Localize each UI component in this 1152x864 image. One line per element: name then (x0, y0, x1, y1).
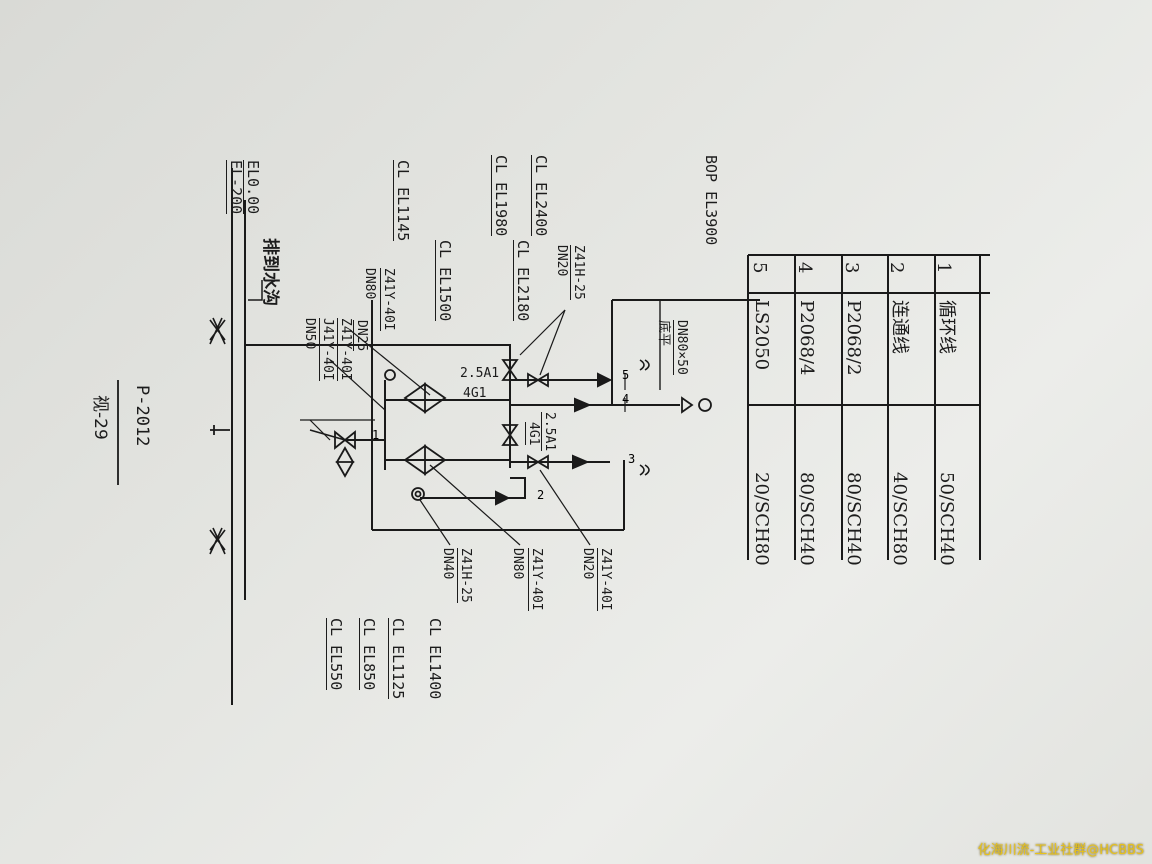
label-drain: 排到水沟 (260, 238, 280, 306)
drawing-number: P-2012 (132, 385, 152, 447)
valve-symbols (334, 359, 549, 478)
label-cl1400: CL EL1400 (426, 618, 444, 700)
label-dn25: DN25 (353, 320, 369, 352)
label-cl1125: CL EL1125 (388, 618, 407, 700)
label-reducer-note: 底平 (656, 320, 671, 347)
fittings (384, 300, 712, 501)
label-spec-a: 2.5A1 (460, 366, 500, 381)
label-j41y40i: J41Y-40I (319, 318, 335, 381)
line-mark-1: 1 (372, 428, 380, 442)
drawing-view: 视-29 (90, 395, 110, 440)
label-z41y40i-dn20: Z41Y-40I (597, 548, 613, 611)
label-spec-c: 2.5A1 (541, 412, 557, 452)
break-marks (624, 359, 650, 476)
label-z41h25-bottom: Z41H-25 (457, 548, 473, 603)
label-dn40: DN40 (440, 548, 455, 580)
line-mark-3: 3 (628, 452, 636, 466)
line-mark-2: 2 (537, 488, 545, 502)
label-cl2400: CL EL2400 (531, 155, 550, 237)
label-z41y40i-dn80b: Z41Y-40I (528, 548, 544, 611)
legend-desc-3: P2068/2 (843, 300, 864, 376)
legend-size-1: 50/SCH40 (936, 472, 957, 566)
legend-desc-5: LS2050 (751, 300, 772, 371)
legend-size-4: 80/SCH40 (796, 472, 817, 566)
label-cl1500: CL EL1500 (435, 240, 454, 322)
label-dn20-bottom: DN20 (580, 548, 595, 580)
label-dn20-top: DN20 (554, 245, 569, 277)
line-mark-5: 5 (622, 368, 630, 382)
label-spec-b: 4G1 (463, 386, 487, 401)
legend-desc-1: 循环线 (936, 300, 957, 354)
legend-size-3: 80/SCH40 (843, 472, 864, 566)
label-z41h25-top: Z41H-25 (570, 245, 586, 300)
legend-num-2: 2 (886, 262, 907, 274)
legend-num-4: 4 (794, 262, 815, 274)
label-spec-d: 4G1 (525, 422, 541, 446)
watermark: 化海川流-工业社群@HCBBS (977, 843, 1144, 858)
label-reducer: DN80×50 (673, 320, 689, 375)
label-cl850: CL EL850 (359, 618, 378, 691)
label-z41y40i-dn80: Z41Y-40I (380, 268, 396, 331)
ground-line (209, 168, 246, 705)
flow-arrows (495, 372, 613, 506)
legend-desc-2: 连通线 (889, 300, 910, 354)
drain-line (245, 280, 511, 360)
label-cl1980: CL EL1980 (491, 155, 510, 237)
label-dn50: DN50 (302, 318, 317, 350)
legend-size-2: 40/SCH80 (889, 472, 910, 566)
line-mark-4: 4 (622, 392, 630, 406)
legend-num-1: 1 (933, 262, 954, 274)
label-cl2180: CL EL2180 (513, 240, 532, 322)
label-dn80-a: DN80 (362, 268, 377, 300)
legend-num-3: 3 (841, 262, 862, 274)
label-bop3900: BOP EL3900 (702, 155, 720, 246)
legend-table-lines (747, 254, 990, 560)
label-el-200: EL-200 (226, 160, 245, 215)
legend-num-5: 5 (749, 262, 770, 274)
legend-desc-4: P2068/4 (796, 300, 817, 376)
label-z41y40i-dn25: Z41Y-40I (337, 318, 353, 381)
legend-size-5: 20/SCH80 (751, 472, 772, 566)
label-dn80-b: DN80 (510, 548, 525, 580)
label-el000: EL0.00 (243, 160, 262, 215)
label-cl550: CL EL550 (326, 618, 345, 691)
leader-lines (309, 309, 591, 546)
label-cl1145: CL EL1145 (393, 160, 412, 242)
main-piping (300, 299, 760, 531)
